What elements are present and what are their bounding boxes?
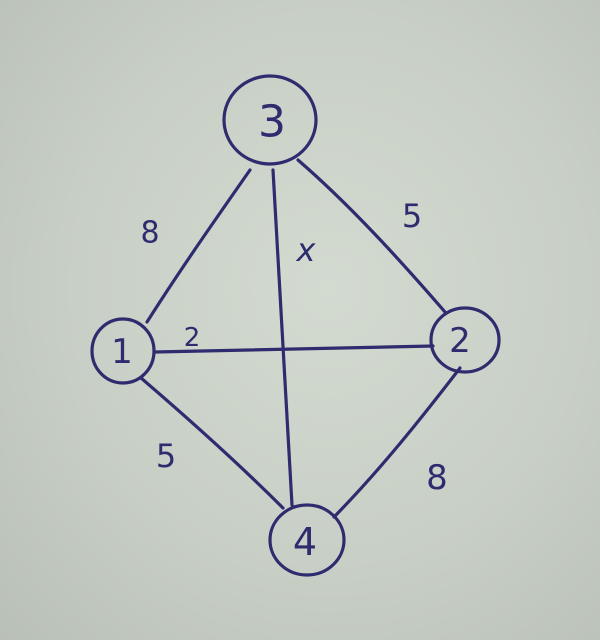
node-2-label: 2 [449, 321, 471, 361]
node-3-circle [222, 74, 318, 166]
node-2-circle [429, 306, 501, 374]
edge-3-4 [271, 168, 294, 507]
edge-3-4-weight: x [296, 231, 317, 269]
edge-3-2-weight: 5 [402, 197, 422, 235]
edge-1-3-weight: 8 [140, 216, 159, 251]
edges-layer [139, 158, 462, 519]
edge-1-3 [145, 168, 252, 324]
edge-1-2 [153, 344, 435, 354]
edge-3-2 [296, 158, 447, 314]
node-1: 1 [90, 317, 156, 385]
nodes-layer: 3 1 2 4 [90, 74, 501, 577]
node-2: 2 [429, 306, 501, 374]
node-4-label: 4 [293, 520, 317, 564]
node-1-label: 1 [111, 332, 133, 372]
node-3-label: 3 [258, 97, 286, 148]
node-4-circle [268, 503, 346, 577]
node-1-circle [90, 317, 156, 385]
edge-1-4 [139, 376, 285, 510]
edge-1-4-weight: 5 [156, 437, 176, 475]
node-3: 3 [222, 74, 318, 166]
edge-2-4 [332, 366, 462, 519]
edge-labels-layer: 8 5 x 2 5 8 [140, 197, 447, 498]
node-4: 4 [268, 503, 346, 577]
edge-1-2-weight: 2 [184, 323, 201, 353]
edge-2-4-weight: 8 [426, 458, 448, 498]
